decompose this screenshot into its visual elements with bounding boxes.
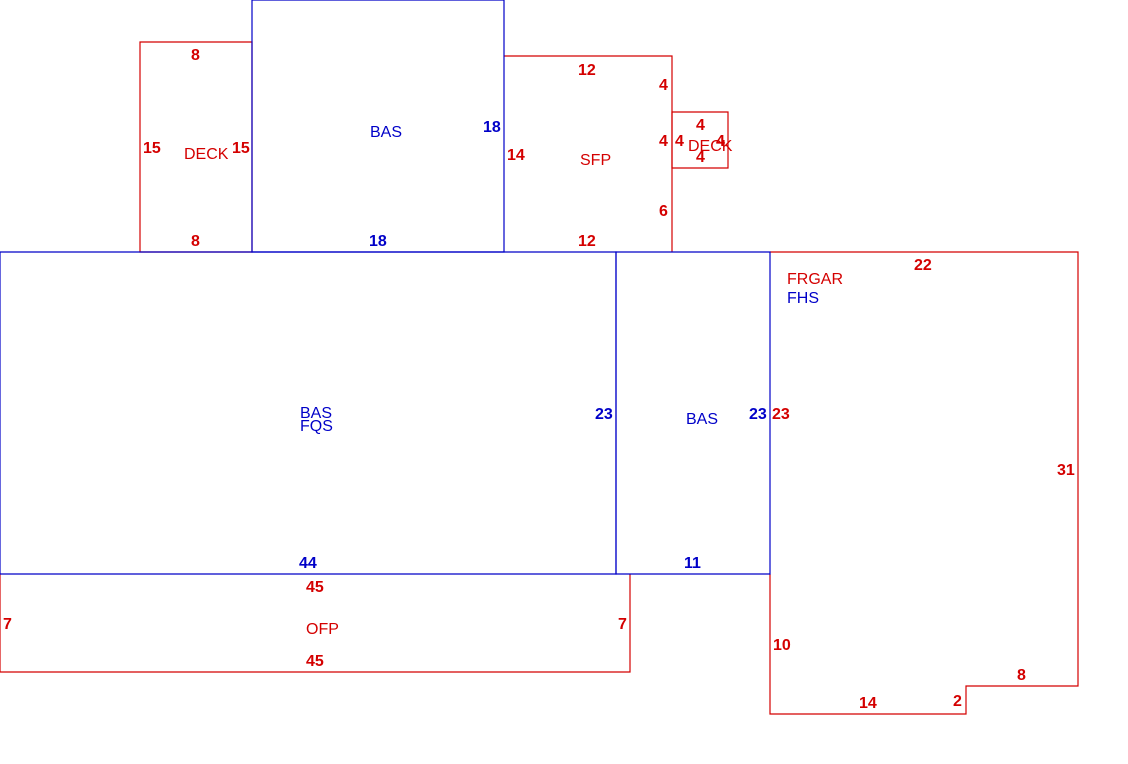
ofp-dim-bottom: 45 (306, 653, 324, 670)
deck-small-label: DECK (688, 138, 733, 155)
deck-left: DECK 8 8 15 15 (143, 47, 250, 250)
bas-right: BAS 23 11 (684, 406, 767, 572)
red-areas (0, 41, 1079, 715)
garage-dim-left-lower: 10 (773, 637, 791, 654)
ofp-dim-right: 7 (618, 616, 627, 633)
bas-right-dim-bottom: 11 (684, 555, 701, 572)
bas-main-dim-right: 23 (595, 406, 613, 423)
garage-outline (769, 251, 1079, 715)
garage-dim-left-upper: 23 (772, 406, 790, 423)
deck-small-outline (671, 111, 729, 169)
bas-right-dim-right: 23 (749, 406, 767, 423)
sfp-dim-left: 14 (507, 147, 525, 164)
garage-label-2: FHS (787, 290, 819, 307)
deck-left-dim-right: 15 (232, 140, 250, 157)
bas-main-label-1: BAS (300, 405, 332, 422)
sfp-dim-bottom: 12 (578, 233, 596, 250)
garage: FRGAR FHS 22 23 31 10 14 2 8 (772, 257, 1075, 712)
bas-upper-dim-right: 18 (483, 119, 501, 136)
deck-small-dim-right: 4 (716, 133, 725, 150)
bas-main-dim-bottom: 44 (299, 555, 317, 572)
blue-areas (0, 0, 771, 575)
deck-small-dim-top: 4 (696, 117, 705, 134)
ofp: OFP 45 45 7 7 (3, 579, 627, 670)
ofp-label: OFP (306, 621, 339, 638)
bas-main: BAS FQS 23 44 (299, 405, 613, 572)
bas-upper: BAS 18 18 (369, 119, 501, 250)
deck-left-dim-left: 15 (143, 140, 161, 157)
sfp: SFP 12 12 14 4 4 6 (507, 62, 668, 250)
sfp-outline (504, 55, 673, 252)
sfp-label: SFP (580, 152, 611, 169)
deck-small: DECK 4 4 4 4 (675, 117, 733, 166)
garage-dim-top: 22 (914, 257, 932, 274)
ofp-dim-left: 7 (3, 616, 12, 633)
deck-left-dim-top: 8 (191, 47, 200, 64)
garage-dim-step: 2 (953, 693, 962, 710)
garage-dim-bottom: 14 (859, 695, 877, 712)
bas-upper-label: BAS (370, 124, 402, 141)
sfp-dim-top: 12 (578, 62, 596, 79)
garage-dim-step-top: 8 (1017, 667, 1026, 684)
bas-main-label-2: FQS (300, 418, 333, 435)
deck-small-dim-left: 4 (675, 133, 684, 150)
ofp-dim-top: 45 (306, 579, 324, 596)
deck-small-dim-bottom: 4 (696, 149, 705, 166)
sfp-dim-right-lower: 6 (659, 203, 668, 220)
garage-dim-right: 31 (1057, 462, 1075, 479)
bas-right-label: BAS (686, 411, 718, 428)
ofp-outline (0, 574, 631, 673)
bas-right-outline (615, 251, 771, 575)
deck-left-label: DECK (184, 146, 229, 163)
sfp-dim-right-mid: 4 (659, 133, 668, 150)
garage-label-1: FRGAR (787, 271, 843, 288)
deck-left-dim-bottom: 8 (191, 233, 200, 250)
sfp-dim-right-upper: 4 (659, 77, 668, 94)
bas-upper-dim-bottom: 18 (369, 233, 387, 250)
